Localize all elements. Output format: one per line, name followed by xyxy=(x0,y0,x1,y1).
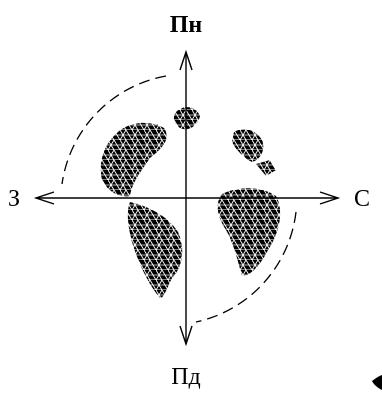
continent-greenland xyxy=(173,107,200,130)
west-label: З xyxy=(8,186,20,212)
east-arrowhead xyxy=(319,191,341,205)
continent-europe-north xyxy=(256,160,276,176)
west-arrowhead xyxy=(33,191,55,205)
south-label: Пд xyxy=(171,364,201,390)
continent-africa xyxy=(217,188,281,276)
north-label: Пн xyxy=(170,12,203,38)
axes xyxy=(33,49,341,347)
continent-south-america xyxy=(127,202,183,298)
continent-north-america xyxy=(100,122,167,197)
continent-europe xyxy=(232,129,264,162)
island-atlantic xyxy=(150,124,160,134)
rotation-arc-lower xyxy=(195,211,297,323)
rotation-arcs xyxy=(61,75,297,323)
east-label: С xyxy=(354,186,370,212)
continents xyxy=(100,107,281,298)
north-arrowhead xyxy=(179,49,193,71)
south-arrowhead xyxy=(179,325,193,347)
rotation-arc-upper xyxy=(61,75,167,185)
corner-mark xyxy=(372,375,382,390)
